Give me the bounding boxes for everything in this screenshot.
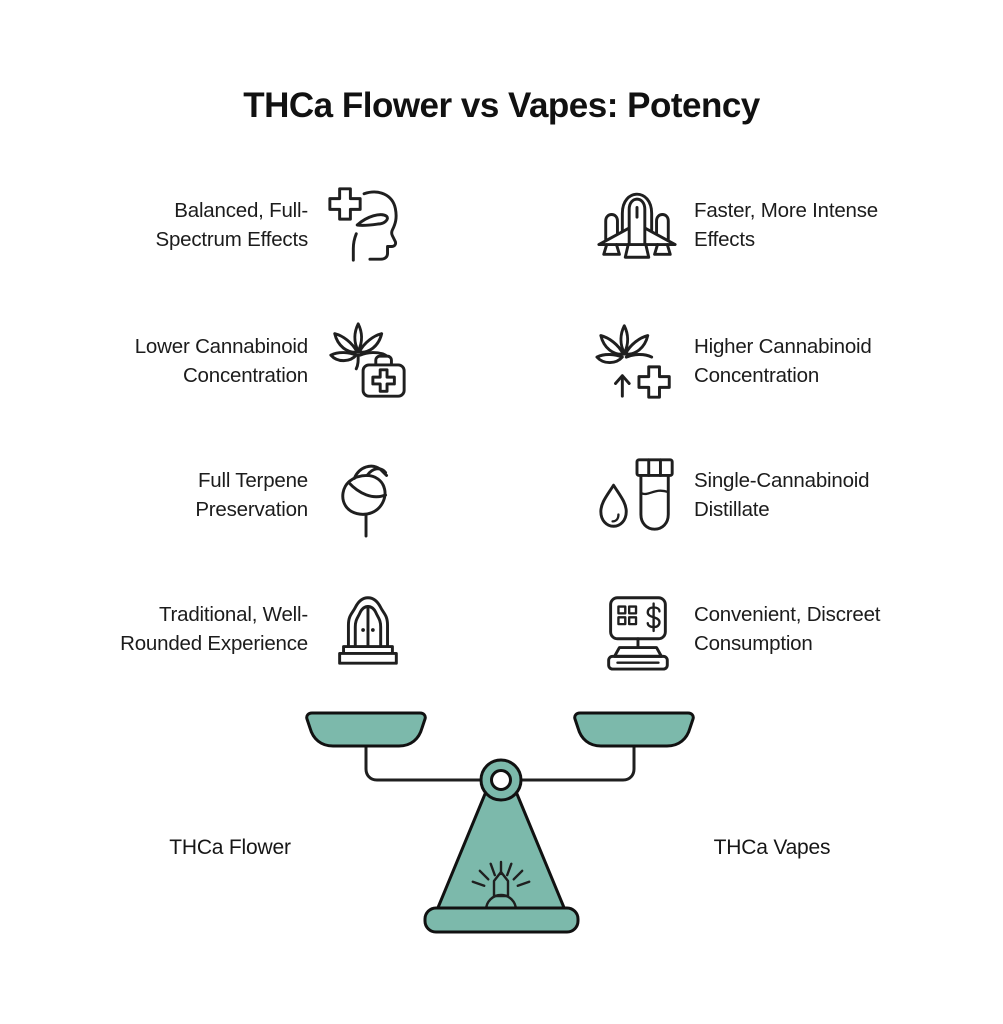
- cash-register-icon: [594, 586, 680, 672]
- benefit-row-vape-effects: Faster, More Intense Effects: [594, 177, 974, 273]
- benefit-row-vape-distillate: Single-Cannabinoid Distillate: [594, 447, 974, 543]
- scale-pan-right: [573, 711, 695, 748]
- pedestal-rays: [471, 860, 531, 887]
- scale-beam-right: [514, 744, 636, 782]
- benefit-row-flower-terpene: Full Terpene Preservation: [55, 447, 410, 543]
- pedestal-mound: [484, 893, 518, 912]
- benefit-row-flower-concentration: Lower Cannabinoid Concentration: [55, 313, 410, 409]
- wardrobe-icon: [324, 586, 410, 672]
- benefit-row-flower-experience: Traditional, Well- Rounded Experience: [55, 581, 410, 677]
- balance-scale-graphic: [305, 711, 695, 934]
- scale-beam-left: [364, 744, 488, 782]
- leaf-cross-icon: [594, 318, 680, 404]
- benefit-text: Balanced, Full- Spectrum Effects: [155, 198, 308, 251]
- benefit-text: Convenient, Discreet Consumption: [694, 602, 881, 655]
- benefit-row-flower-effects: Balanced, Full- Spectrum Effects: [55, 177, 410, 273]
- scale-pedestal: [435, 792, 567, 912]
- page-title: THCa Flower vs Vapes: Potency: [243, 86, 760, 125]
- scale-base: [423, 906, 580, 934]
- scale-pivot-hole: [490, 769, 512, 791]
- benefit-row-vape-concentration: Higher Cannabinoid Concentration: [594, 313, 974, 409]
- benefit-text: Single-Cannabinoid Distillate: [694, 468, 870, 521]
- droplet-test-tube-icon: [594, 452, 680, 538]
- benefit-row-vape-consumption: Convenient, Discreet Consumption: [594, 581, 974, 677]
- benefit-text: Full Terpene Preservation: [195, 468, 308, 521]
- flower-side-label: THCa Flower: [169, 836, 291, 859]
- rocket-icon: [594, 182, 680, 268]
- balance-scale: [281, 700, 721, 945]
- benefit-text: Traditional, Well- Rounded Experience: [120, 602, 308, 655]
- head-plus-icon: [324, 182, 410, 268]
- benefit-text: Lower Cannabinoid Concentration: [134, 334, 308, 387]
- leaf-medical-bag-icon: [324, 318, 410, 404]
- rose-icon: [324, 452, 410, 538]
- vapes-side-label: THCa Vapes: [713, 836, 831, 859]
- scale-pan-left: [305, 711, 427, 748]
- benefit-text: Higher Cannabinoid Concentration: [694, 334, 872, 387]
- benefit-text: Faster, More Intense Effects: [694, 198, 879, 251]
